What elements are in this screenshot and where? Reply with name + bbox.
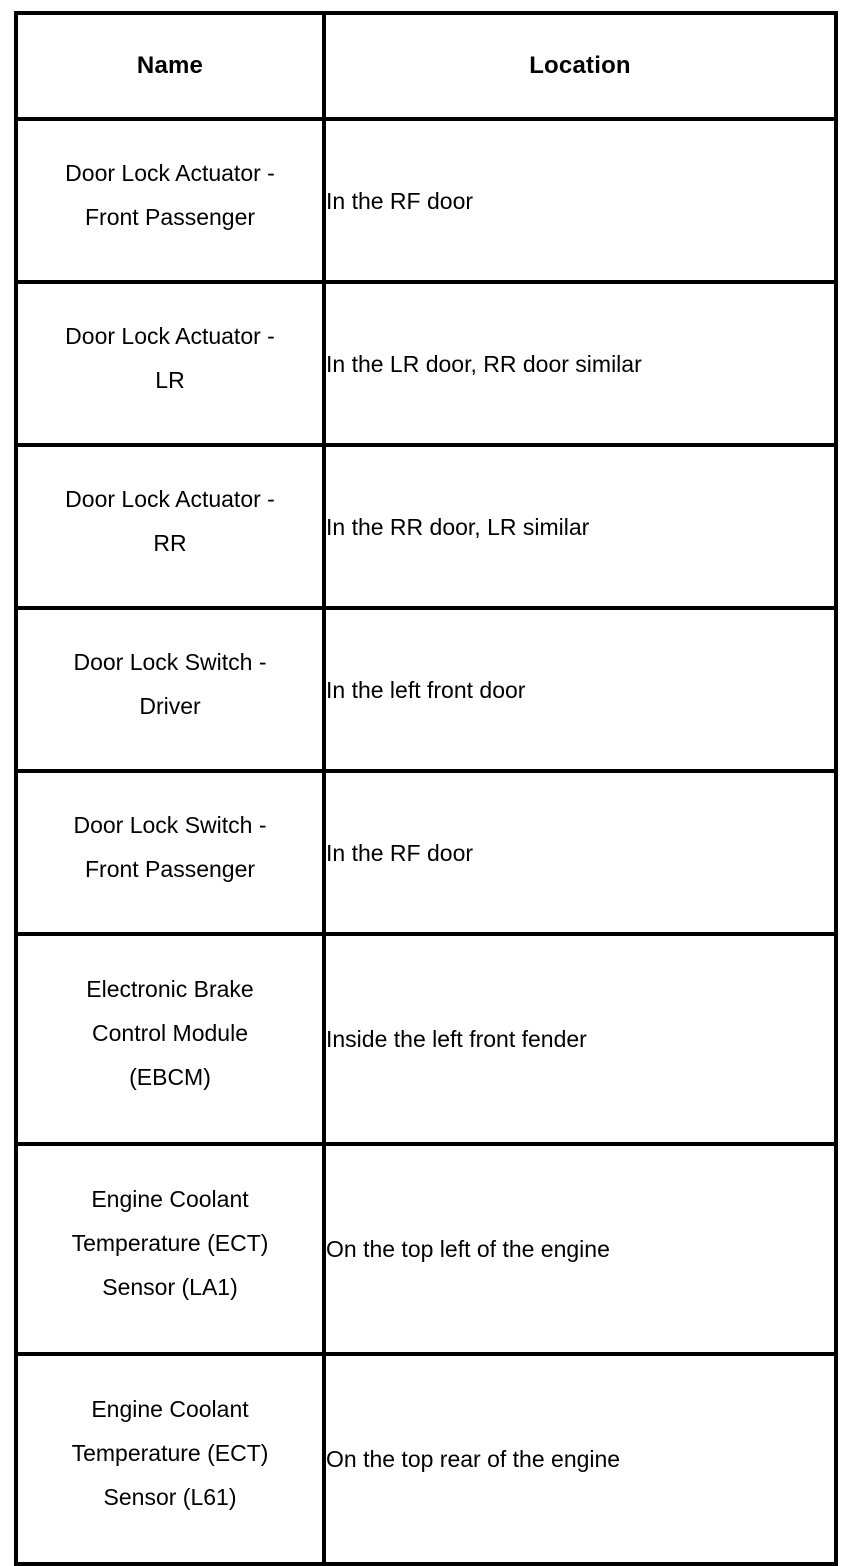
column-header-location: Location [322,11,838,121]
name-line: Door Lock Actuator - [65,485,275,512]
name-line: Control Module [92,1020,248,1046]
table-header: Name Location [14,11,838,121]
cell-location: In the RF door [322,117,838,284]
column-header-name: Name [14,11,326,121]
name-line: Electronic Brake [86,976,254,1002]
name-line: RR [153,529,187,556]
table-row: Door Lock Actuator - RR In the RR door, … [14,443,838,610]
name-line: Engine Coolant [91,1186,249,1212]
cell-name: Door Lock Actuator - LR [14,280,326,447]
name-line: Door Lock Actuator - [65,322,275,349]
name-stack: Engine Coolant Temperature (ECT) Sensor … [18,1387,322,1519]
name-line: (EBCM) [129,1064,211,1090]
name-line: Door Lock Actuator - [65,159,275,186]
table-row: Door Lock Actuator - Front Passenger In … [14,117,838,284]
cell-name: Door Lock Switch - Driver [14,606,326,773]
name-stack: Electronic Brake Control Module (EBCM) [18,967,322,1099]
table-row: Door Lock Switch - Driver In the left fr… [14,606,838,773]
name-line: Temperature (ECT) [71,1230,269,1256]
cell-location: In the RF door [322,769,838,936]
name-line: Door Lock Switch - [73,811,267,838]
name-stack: Door Lock Switch - Front Passenger [18,803,322,891]
name-line: Front Passenger [84,203,256,230]
name-line: Temperature (ECT) [71,1440,269,1466]
cell-name: Door Lock Switch - Front Passenger [14,769,326,936]
name-stack: Engine Coolant Temperature (ECT) Sensor … [18,1177,322,1309]
cell-name: Engine Coolant Temperature (ECT) Sensor … [14,1352,326,1566]
name-line: Sensor (L61) [103,1484,237,1510]
table-row: Door Lock Actuator - LR In the LR door, … [14,280,838,447]
cell-location: In the RR door, LR similar [322,443,838,610]
cell-location: On the top rear of the engine [322,1352,838,1566]
cell-location: In the left front door [322,606,838,773]
table-row: Engine Coolant Temperature (ECT) Sensor … [14,1352,838,1566]
name-line: Engine Coolant [91,1396,249,1422]
name-line: Door Lock Switch - [73,648,267,675]
page-root: Name Location Door Lock Actuator - Front… [14,11,838,1566]
table-header-row: Name Location [14,11,838,121]
name-stack: Door Lock Actuator - LR [18,314,322,402]
component-location-table: Name Location Door Lock Actuator - Front… [14,11,838,1566]
cell-location: Inside the left front fender [322,932,838,1146]
table-row: Electronic Brake Control Module (EBCM) I… [14,932,838,1146]
table-row: Door Lock Switch - Front Passenger In th… [14,769,838,936]
name-stack: Door Lock Actuator - RR [18,477,322,565]
name-line: Front Passenger [84,855,256,882]
name-stack: Door Lock Actuator - Front Passenger [18,151,322,239]
table-row: Engine Coolant Temperature (ECT) Sensor … [14,1142,838,1356]
name-line: Sensor (LA1) [102,1274,238,1300]
cell-location: In the LR door, RR door similar [322,280,838,447]
cell-name: Electronic Brake Control Module (EBCM) [14,932,326,1146]
cell-name: Door Lock Actuator - Front Passenger [14,117,326,284]
name-stack: Door Lock Switch - Driver [18,640,322,728]
cell-location: On the top left of the engine [322,1142,838,1356]
cell-name: Door Lock Actuator - RR [14,443,326,610]
name-line: LR [155,366,185,393]
table-body: Door Lock Actuator - Front Passenger In … [14,117,838,1566]
cell-name: Engine Coolant Temperature (ECT) Sensor … [14,1142,326,1356]
name-line: Driver [139,692,201,719]
